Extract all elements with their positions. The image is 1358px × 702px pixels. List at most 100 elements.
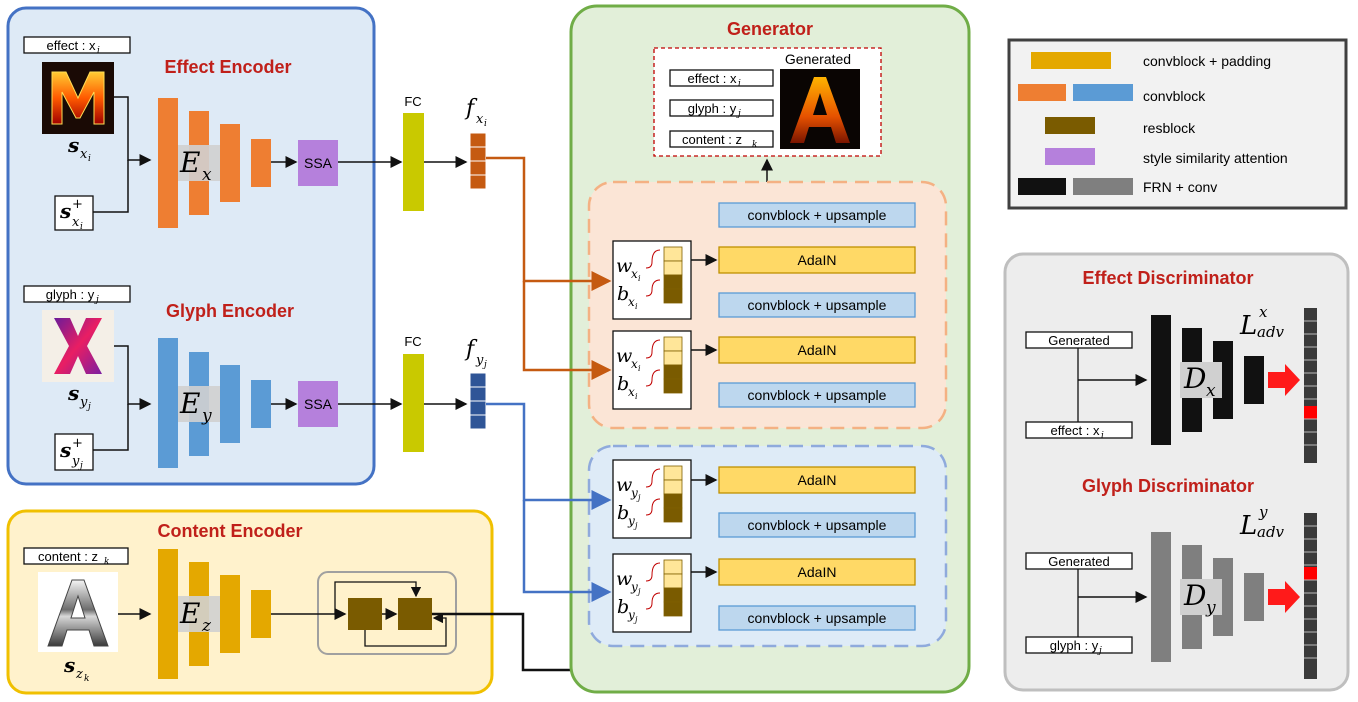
effect-encoder-label-box — [178, 145, 220, 181]
effect-b-label-1: b — [617, 283, 629, 305]
effect-encoder-sub: x — [202, 165, 212, 185]
glyph-fc-block — [403, 354, 424, 452]
legend-swatch-ssa — [1045, 148, 1095, 165]
gen-tag-glyph-text: glyph : y — [688, 101, 737, 116]
effect-b-sub-2: x — [628, 385, 635, 399]
glyph-discriminator-title: Glyph Discriminator — [1082, 476, 1254, 496]
effect-disc-block-1 — [1151, 315, 1171, 445]
effect-convblock-upsample-2-label: convblock + upsample — [748, 297, 887, 313]
glyph-w-subsub-1: j — [636, 493, 641, 502]
letter-a-metal-image — [38, 572, 118, 652]
effect-pos-sample-label: s — [59, 199, 71, 223]
effect-disc-generated-label: Generated — [1048, 333, 1109, 348]
resblock-skip-1 — [334, 581, 422, 614]
glyph-w-label-1: w — [616, 474, 632, 496]
glyph-b-subsub-2: j — [633, 615, 638, 624]
glyph-adain-1-label: AdaIN — [798, 472, 837, 488]
content-encoder-sub: z — [201, 616, 212, 636]
glyph-input-tag — [23, 285, 131, 303]
effect-disc-tag-sub: i — [1101, 431, 1104, 441]
effect-convblock-upsample-3-label: convblock + upsample — [748, 387, 887, 403]
gen-tag-effect — [669, 69, 774, 87]
effect-pos-sub: x — [72, 215, 80, 230]
glyph-disc-generated-tag — [1025, 552, 1133, 570]
glyph-disc-block-1 — [1151, 532, 1171, 662]
effect-input-tag-text: effect : x — [47, 38, 96, 53]
effect-adain-1 — [718, 246, 916, 274]
legend-item-1: convblock — [1143, 88, 1206, 104]
effect-w-sub-2: x — [631, 357, 638, 371]
effect-sample-sub: x — [80, 147, 88, 162]
glyph-pos-sample-box — [54, 433, 94, 471]
effect-w-subsub-2: i — [638, 364, 641, 373]
glyph-feature-route-2 — [522, 500, 612, 602]
glyph-w-sub-2: y — [630, 580, 638, 594]
glyph-disc-label-box — [1180, 579, 1222, 615]
effect-adain-1-label: AdaIN — [798, 252, 837, 268]
legend-item-3: style similarity attention — [1143, 150, 1288, 166]
glyph-encoder-label-box — [178, 386, 220, 422]
effect-conv-block-1 — [158, 98, 178, 228]
gen-tag-effect-sub: i — [738, 79, 741, 89]
resblock-2 — [398, 598, 432, 630]
effect-fc-block — [403, 113, 424, 211]
effect-loss-sup: x — [1259, 303, 1268, 321]
glyph-pos-connector — [93, 404, 129, 451]
glyph-convblock-upsample-1 — [718, 512, 916, 538]
glyph-w-sub-1: y — [630, 486, 638, 500]
content-sample-subsub: k — [84, 674, 89, 684]
legend-swatch-resblock — [1045, 117, 1095, 134]
legend-item-0: convblock + padding — [1143, 53, 1271, 69]
glyph-sample-sub: y — [79, 395, 88, 410]
effect-ssa-block — [298, 140, 338, 186]
glyph-fc-label: FC — [404, 334, 421, 349]
glyph-ssa-block — [298, 381, 338, 427]
glyph-conv-block-4 — [251, 380, 271, 428]
content-encoder-label: E — [179, 597, 200, 630]
discriminator-panel — [1003, 252, 1350, 692]
glyph-b-label-2: b — [617, 596, 629, 618]
effect-convblock-upsample-1-label: convblock + upsample — [748, 207, 887, 223]
effect-adain-2-label: AdaIN — [798, 342, 837, 358]
legend-item-4: FRN + conv — [1143, 179, 1217, 195]
content-encoder-label-box — [178, 596, 220, 632]
gen-tag-glyph-sub: j — [736, 109, 741, 119]
glyph-b-subsub-1: j — [633, 521, 638, 530]
content-encoder-title: Content Encoder — [157, 521, 302, 541]
content-input-tag-text: content : z — [38, 549, 98, 564]
effect-sample-subsub: i — [88, 154, 91, 164]
content-conv-block-4 — [251, 590, 271, 638]
effect-b-label-2: b — [617, 373, 629, 395]
legend-swatch-frn-black — [1018, 178, 1066, 195]
glyph-wb-cubes-2 — [645, 559, 683, 617]
effect-input-tag-sub: i — [97, 46, 100, 56]
glyph-disc-tag-text: glyph : y — [1050, 638, 1099, 653]
effect-fc-label: FC — [404, 94, 421, 109]
effect-conv-block-4 — [251, 139, 271, 187]
glyph-loss-label: L — [1239, 511, 1257, 541]
content-encoder-panel — [6, 509, 494, 695]
glyph-adain-2 — [718, 558, 916, 586]
effect-disc-generated-tag — [1025, 331, 1133, 349]
glyph-b-sub-2: y — [627, 608, 635, 622]
glyph-feature-route-1 — [486, 402, 612, 510]
glyph-encoder-label: E — [179, 387, 200, 420]
glyph-feature-sub: y — [475, 353, 484, 368]
glyph-disc-generated-label: Generated — [1048, 554, 1109, 569]
glyph-loss-sup: y — [1258, 503, 1268, 521]
glyph-b-label-1: b — [617, 502, 629, 524]
effect-disc-tag — [1025, 421, 1133, 439]
effect-loss-sub: adv — [1257, 323, 1285, 341]
glyph-disc-block-3 — [1213, 558, 1233, 636]
effect-disc-label: D — [1183, 362, 1206, 395]
resblock-1 — [348, 598, 382, 630]
glyph-disc-tag — [1025, 636, 1133, 654]
glyph-sample-subsub: j — [86, 402, 91, 412]
effect-b-subsub-2: i — [635, 392, 638, 401]
effect-b-sub-1: x — [628, 295, 635, 309]
glyph-conv-block-1 — [158, 338, 178, 468]
effect-encoder-label: E — [179, 146, 200, 179]
glyph-pos-subsub: j — [78, 461, 83, 471]
legend-swatch-convblock-orange — [1018, 84, 1066, 101]
